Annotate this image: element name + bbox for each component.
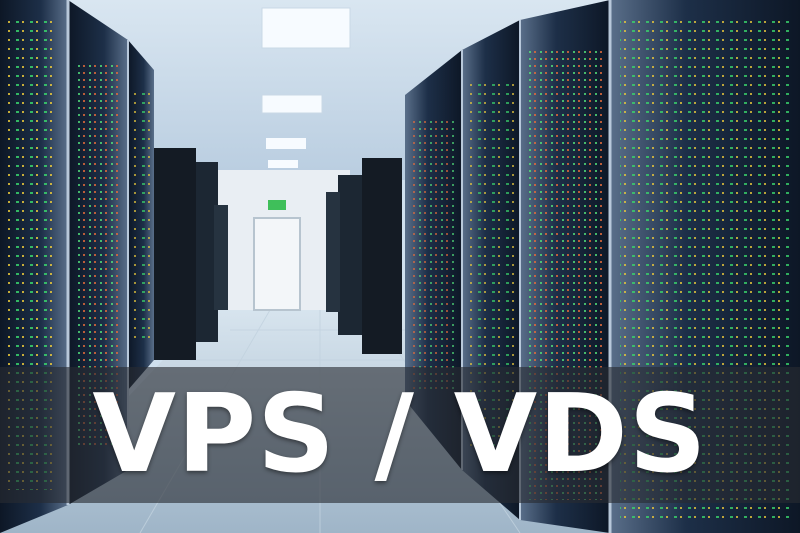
caption-title: VPS / VDS [92,372,708,497]
exit-sign [268,200,286,210]
caption-band [0,367,800,503]
